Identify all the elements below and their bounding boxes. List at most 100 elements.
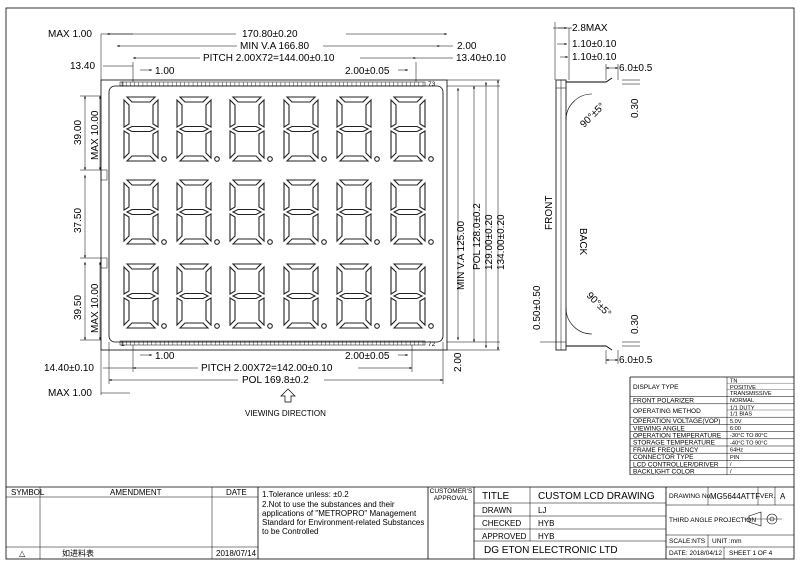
digit-segment: [338, 125, 370, 133]
spec-label: STORAGE TEMPERATURE: [633, 440, 716, 447]
decimal-point: [161, 239, 167, 245]
digit-segment: [283, 297, 290, 327]
digit-segment: [285, 125, 317, 133]
spec-value: 1/1 BIAS: [730, 412, 752, 418]
bottom-pin-strip: [119, 340, 426, 346]
decimal-point: [428, 239, 434, 245]
digit-segment: [152, 98, 159, 128]
digit-segment: [419, 213, 426, 243]
digit-segment: [365, 297, 372, 327]
decimal-point: [214, 239, 220, 245]
decimal-point: [428, 323, 434, 329]
dim-pin-1-00-top: 1.00: [155, 66, 175, 77]
digit-segment: [312, 181, 319, 211]
digit-segment: [336, 130, 343, 160]
digit-segment: [283, 181, 290, 211]
ver-label: VER.: [760, 493, 775, 500]
side-pin-bottom: [566, 345, 613, 351]
digit-segment: [390, 297, 397, 327]
digit-segment: [205, 213, 212, 243]
scale-label: SCALE:NTS: [669, 538, 706, 545]
digit-segment: [152, 297, 159, 327]
pin-1-top: 1: [121, 81, 125, 88]
side-pin-top: [566, 77, 613, 83]
decimal-point: [374, 239, 380, 245]
dim-pin-1-00-bottom: 1.00: [155, 351, 175, 362]
dim-pol-169-8: POL 169.8±0.2: [242, 375, 309, 386]
digit-segment: [336, 213, 343, 243]
digit-segment: [392, 238, 424, 245]
digit-segment: [392, 125, 424, 133]
digit-segment: [178, 155, 210, 162]
digit-segment: [338, 292, 370, 300]
drawing-no-label: DRAWING No.: [669, 493, 712, 500]
spec-label: FRONT POLARIZER: [633, 398, 694, 405]
seven-segment-digit: [229, 96, 273, 162]
approved-label: APPROVED: [482, 532, 527, 541]
digit-segment: [125, 96, 157, 103]
digit-segment: [336, 265, 343, 295]
title-label: TITLE: [482, 491, 510, 502]
drawn-label: DRAWN: [482, 506, 512, 515]
digit-segment: [231, 292, 263, 300]
label-bg: [238, 375, 324, 385]
side-dim-1-10-b: 1.10±0.10: [572, 52, 617, 63]
digit-segment: [338, 238, 370, 245]
digit-segment: [178, 292, 210, 300]
digit-segment: [390, 130, 397, 160]
decimal-point: [321, 239, 327, 245]
decimal-point: [321, 156, 327, 162]
digit-segment: [390, 265, 397, 295]
seven-segment-digit: [229, 263, 273, 329]
spec-value: PIN: [730, 455, 739, 461]
seven-segment-digit: [390, 179, 434, 245]
note-2d: to be Controlled: [262, 527, 318, 536]
drawing-number: MG5644ATTF: [710, 492, 760, 501]
digit-segment: [229, 213, 236, 243]
spec-value: /: [730, 469, 732, 475]
digit-segment: [258, 130, 265, 160]
side-dim-0-30-top: 0.30: [630, 98, 641, 118]
dim-max-10-bottom: MAX 10.00: [90, 283, 101, 333]
dim-max-10-top: MAX 10.00: [90, 110, 101, 160]
decimal-point: [267, 156, 273, 162]
digit-segment: [392, 155, 424, 162]
dim-overall-width: 170.80±0.20: [242, 29, 298, 40]
spec-label: BACKLIGHT COLOR: [633, 469, 695, 476]
spec-value: TRANSMISSIVE: [730, 391, 772, 397]
dim-39-50: 39.50: [73, 295, 84, 320]
viewing-direction-arrow-icon: [280, 388, 296, 403]
digit-segment: [338, 263, 370, 270]
digit-segment: [283, 98, 290, 128]
pin-73-top: 73: [428, 81, 436, 88]
ver-value: A: [780, 492, 786, 501]
label-bg: [200, 53, 360, 63]
digit-segment: [205, 297, 212, 327]
digit-segment: [392, 179, 424, 186]
seven-segment-digit: [123, 263, 167, 329]
digit-segment: [231, 155, 263, 162]
digit-segment: [338, 179, 370, 186]
digit-segment: [178, 208, 210, 216]
dim-pitch-top: PITCH 2.00X72=144.00±0.10: [203, 53, 335, 64]
digit-segment: [178, 125, 210, 133]
digit-segment: [419, 297, 426, 327]
title-block: SYMBOL AMENDMENT DATE △ 如进料表 2018/07/14 …: [6, 486, 794, 559]
angle-arc: [565, 307, 593, 335]
dim-pitch-bottom: PITCH 2.00X72=142.00±0.10: [201, 363, 333, 374]
side-dim-6-0-top: 6.0±0.5: [619, 63, 653, 74]
digit-segment: [178, 179, 210, 186]
dim-right-13-40: 13.40±0.10: [456, 53, 506, 64]
spec-value: NORMAL: [730, 398, 754, 404]
revision-symbol-icon: △: [19, 549, 26, 558]
spec-value: /: [730, 462, 732, 468]
digit-segment: [285, 238, 317, 245]
glass-tab-left: [100, 257, 108, 269]
dim-max-bottom-left: MAX 1.00: [48, 388, 92, 399]
spec-value: 1/1 DUTY: [730, 405, 755, 411]
digit-segment: [312, 98, 319, 128]
digit-segment: [365, 181, 372, 211]
digit-segment: [336, 98, 343, 128]
side-dim-2-8: 2.8MAX: [572, 23, 608, 34]
digit-segment: [176, 181, 183, 211]
